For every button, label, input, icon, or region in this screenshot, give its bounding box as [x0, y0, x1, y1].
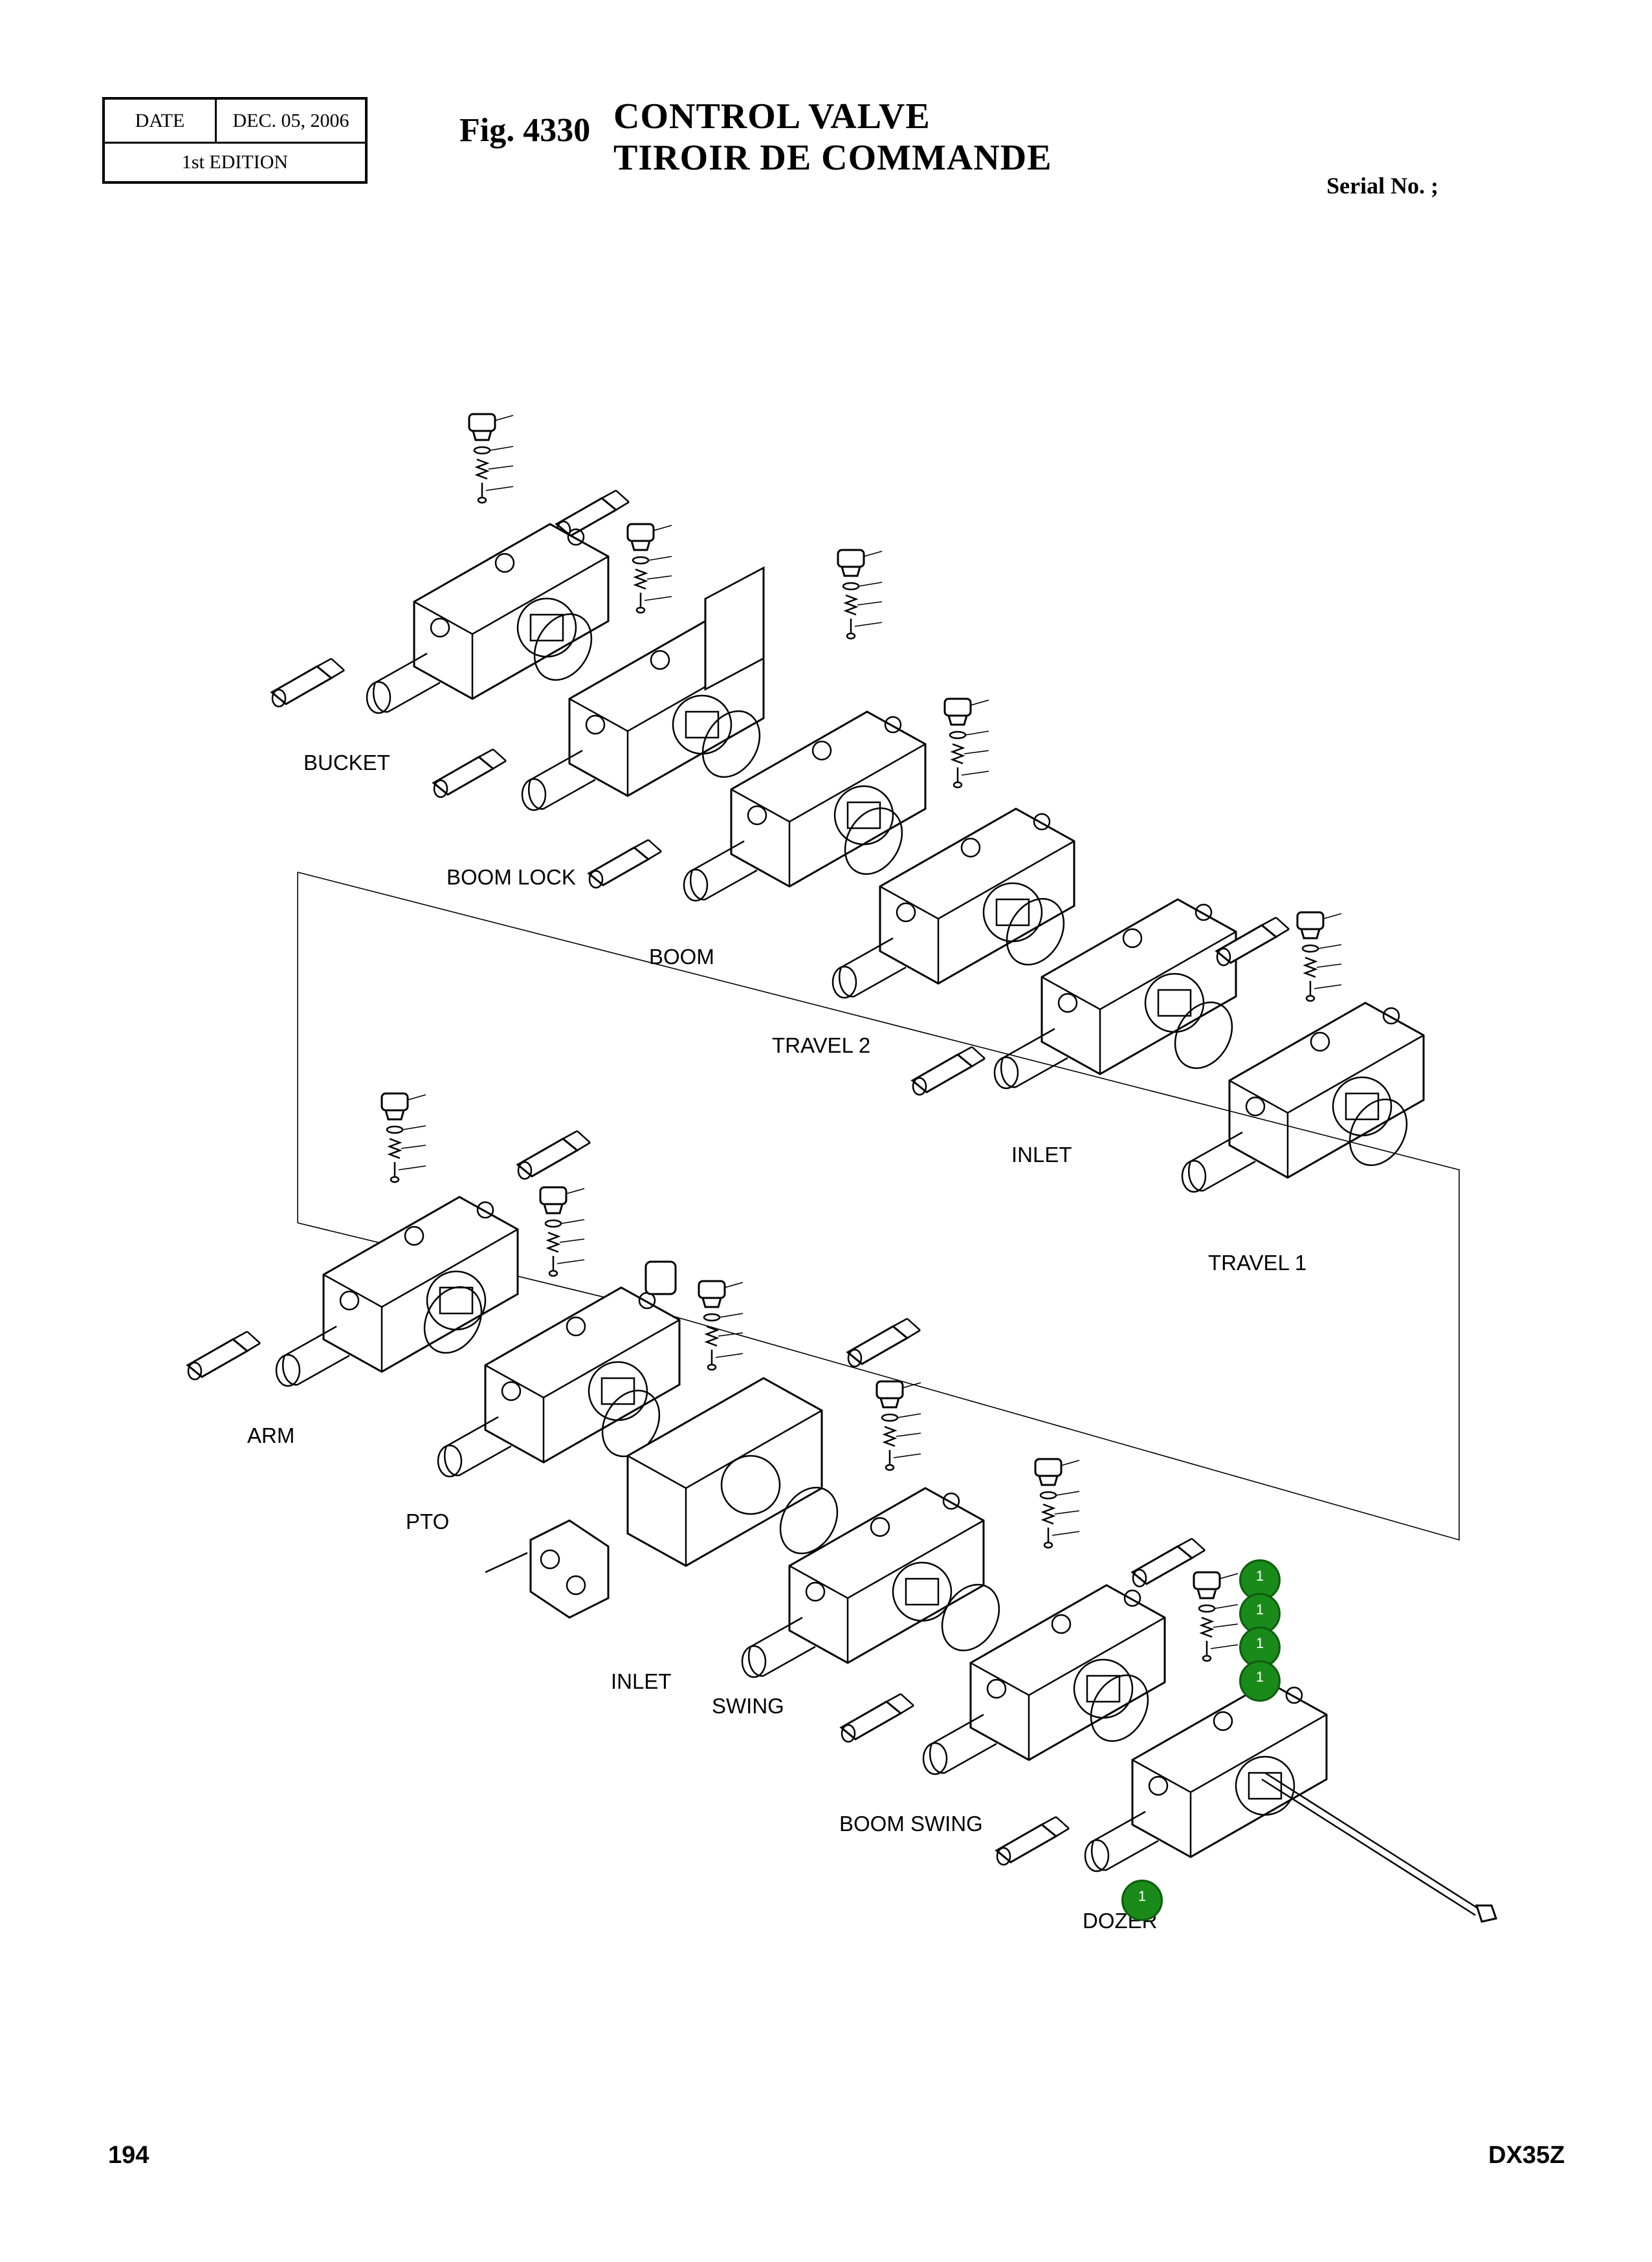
label-boom-swing: BOOM SWING	[839, 1812, 983, 1836]
serial-number: Serial No. ;	[1327, 173, 1438, 199]
label-inlet-top: INLET	[1011, 1143, 1072, 1167]
model-code: DX35Z	[1488, 2142, 1565, 2169]
label-swing: SWING	[712, 1694, 784, 1718]
callout-marker[interactable]: 1	[1239, 1660, 1281, 1702]
label-arm: ARM	[247, 1423, 295, 1447]
label-bucket: BUCKET	[303, 751, 390, 774]
label-inlet-bottom: INLET	[611, 1669, 672, 1693]
date-value: DEC. 05, 2006	[232, 109, 349, 131]
label-travel-1: TRAVEL 1	[1208, 1251, 1307, 1275]
date-label: DATE	[105, 100, 217, 142]
edition-label: 1st EDITION	[181, 151, 289, 173]
callout-marker[interactable]: 1	[1121, 1880, 1163, 1921]
label-pto: PTO	[406, 1510, 450, 1533]
title-french: TIROIR DE COMMANDE	[613, 138, 1052, 178]
edition-box: DATE DEC. 05, 2006 1st EDITION	[102, 97, 368, 184]
label-boom: BOOM	[649, 945, 714, 969]
label-boom-lock: BOOM LOCK	[446, 865, 576, 889]
page-number: 194	[108, 2142, 149, 2169]
figure-number: Fig. 4330	[459, 112, 591, 149]
title-english: CONTROL VALVE	[613, 96, 931, 137]
date-row: DATE DEC. 05, 2006	[105, 100, 365, 144]
label-travel-2: TRAVEL 2	[772, 1033, 871, 1057]
